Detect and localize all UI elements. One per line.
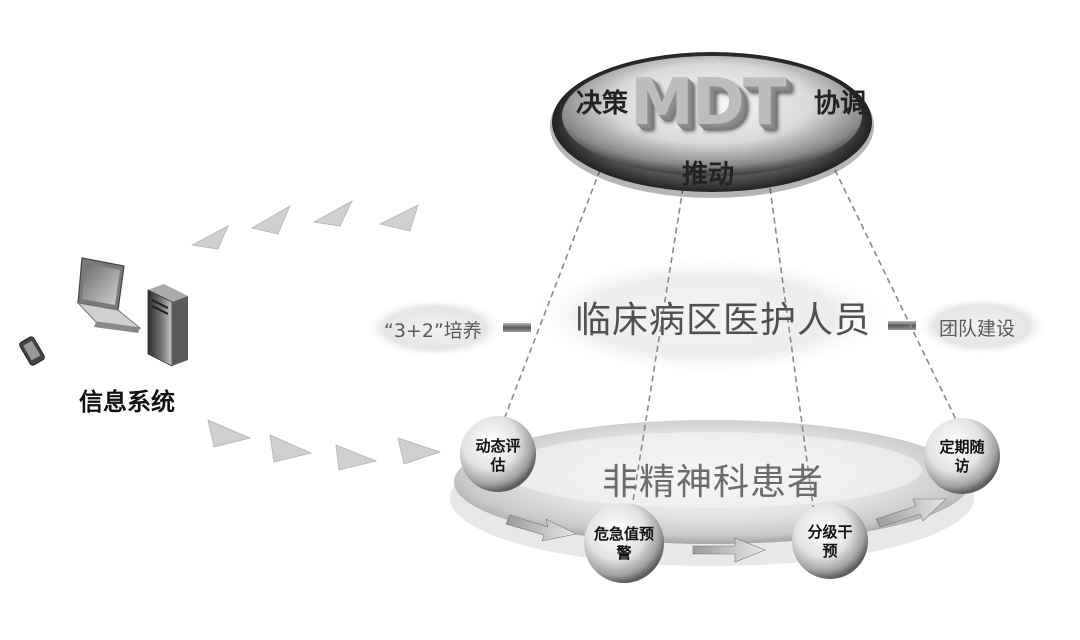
staff-ellipse: [520, 254, 900, 378]
left-pill: [363, 298, 507, 358]
step-assessment-label: 动态评估: [475, 437, 521, 474]
dashed-links: [497, 169, 963, 521]
flow-arrow-2: [692, 537, 766, 563]
step-intervention-label: 分级干预: [807, 523, 853, 560]
ball-follow-up: [924, 418, 1000, 494]
server-tower-icon: [147, 284, 188, 367]
training-pill-label: “3+2”培养: [384, 320, 482, 342]
chevron-left-icon: [378, 204, 419, 232]
mdt-ellipse: [550, 52, 874, 198]
chevron-right-icon: [269, 434, 313, 463]
chevron-left-icon: [312, 200, 353, 227]
info-system-label: 信息系统: [79, 388, 175, 416]
flow-arrows: [505, 498, 947, 563]
ball-critical-alert: [584, 503, 664, 583]
ball-graded-intervention: [792, 503, 868, 579]
team-building-pill-label: 团队建设: [939, 318, 1016, 340]
chevron-right-icon: [335, 444, 378, 471]
phone-icon: [19, 336, 45, 366]
step-critical-alert-label: 危急值预警: [593, 525, 654, 562]
laptop-icon: [76, 257, 142, 333]
step-follow-up-label: 定期随访: [939, 438, 985, 475]
patient-title: 非精神科患者: [602, 462, 825, 503]
chevron-left-icon: [190, 225, 229, 250]
right-pill: [914, 296, 1050, 356]
flow-arrow-1: [505, 514, 577, 542]
left-connector: [503, 323, 531, 332]
mdt-wordmark: MDT: [630, 66, 786, 140]
arrows-from-info: [207, 419, 442, 471]
step-balls: [460, 416, 1000, 583]
chevron-right-icon: [207, 419, 252, 448]
ball-assessment: [460, 416, 536, 492]
promotion-label: 推动: [682, 160, 735, 190]
arrows-to-info: [190, 200, 419, 250]
right-connector: [888, 321, 916, 330]
decision-label: 决策: [576, 89, 629, 119]
coordination-label: 协调: [814, 89, 867, 119]
flow-arrow-3: [875, 498, 947, 528]
staff-title: 临床病区医护人员: [575, 300, 872, 341]
chevron-right-icon: [397, 437, 442, 465]
chevron-left-icon: [250, 205, 291, 235]
